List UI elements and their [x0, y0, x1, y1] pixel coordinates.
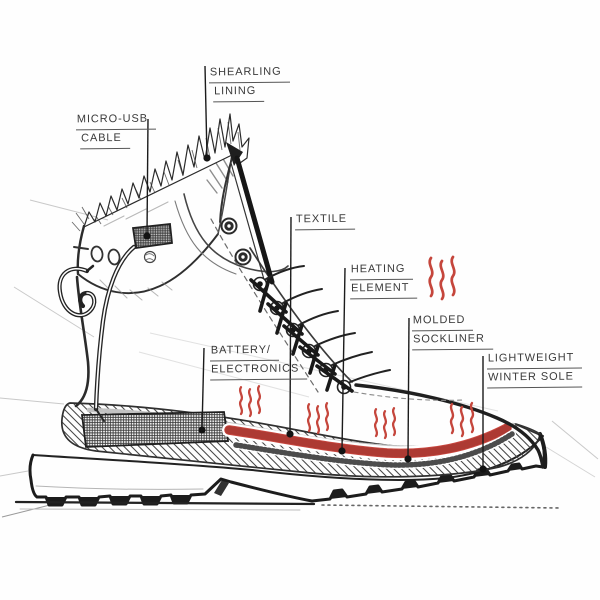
leader-heating-element [338, 267, 346, 455]
label-text: WINTER SOLE [487, 368, 582, 389]
leader-micro-usb-cable [143, 118, 151, 240]
ground-line [14, 500, 316, 506]
label-text: ELECTRONICS [210, 360, 308, 381]
label-shearling-lining: SHEARLING LINING [208, 63, 290, 103]
label-text: MICRO-USB [75, 110, 157, 131]
collar-shading [206, 156, 234, 194]
heat-waves-icon-1 [238, 385, 262, 418]
heel-panel-bottom-seam [77, 233, 219, 294]
speed-hook-eyelets [220, 217, 252, 266]
facing-front-edge [219, 153, 234, 223]
leader-shearling-lining [203, 65, 211, 162]
leader-winter-sole [479, 356, 487, 473]
label-text: LIGHTWEIGHT [486, 349, 583, 370]
label-battery-electronics: BATTERY/ ELECTRONICS [209, 341, 308, 381]
label-micro-usb-cable: MICRO-USB CABLE [75, 110, 157, 150]
battery-block [80, 411, 230, 448]
top-lace-pull [234, 155, 275, 285]
label-lightweight-winter-sole: LIGHTWEIGHT WINTER SOLE [486, 349, 583, 389]
ankle-seam-outer [183, 193, 289, 273]
label-textile: TEXTILE [294, 210, 356, 231]
usb-port [131, 223, 173, 250]
ground-line-faint [19, 508, 301, 511]
vamp-toe-outline [354, 383, 545, 469]
shearling-fur-trim [83, 113, 250, 228]
label-text: CABLE [80, 129, 130, 150]
midsole-section [61, 402, 542, 478]
boot-upper [74, 151, 548, 469]
welt-toe-connector [515, 423, 541, 435]
lace-end-spikes [265, 265, 391, 383]
lacing [220, 142, 391, 395]
leader-battery-electronics [198, 347, 206, 434]
ankle-seam-inner [174, 200, 237, 275]
heating-strip-speckle [225, 424, 511, 458]
fur-collar [71, 113, 250, 232]
toe-front-edge [538, 432, 548, 469]
outsole-inner-line [35, 485, 204, 490]
label-text: MOLDED [411, 311, 474, 332]
lace-tip-arrow [226, 142, 243, 166]
vamp-dashed-seam [353, 391, 465, 401]
fur-hair-strokes [71, 121, 241, 232]
label-text: TEXTILE [294, 210, 356, 231]
label-molded-sockliner: MOLDED SOCKLINER [411, 311, 493, 351]
sockliner-ladder-band [233, 431, 515, 468]
lace-crisscross [249, 277, 354, 393]
label-text: SHEARLING [208, 63, 290, 84]
panel-shading [99, 201, 173, 301]
heat-waves-icon-label [428, 255, 456, 301]
leader-lines [143, 65, 487, 473]
heel-pull-loop [57, 264, 97, 318]
label-text: ELEMENT [350, 279, 418, 300]
heat-waves-icon-3 [373, 407, 397, 440]
usb-cable [93, 244, 137, 422]
label-text: LINING [213, 82, 265, 103]
label-heating-element: HEATING ELEMENT [349, 260, 418, 300]
quarter-stitch-dashed [210, 218, 319, 393]
label-text: SOCKLINER [412, 330, 493, 351]
hardware [57, 223, 173, 422]
ground-line-dotted [321, 504, 561, 509]
heat-waves-icon-2 [306, 402, 330, 435]
facing-right-edge [249, 247, 353, 383]
label-text: BATTERY/ [209, 341, 279, 362]
label-text: HEATING [349, 260, 414, 281]
leader-textile [286, 216, 294, 438]
heel-vent-marks [73, 245, 121, 266]
outsole-silhouette [28, 433, 546, 507]
leader-molded-sockliner [404, 317, 412, 463]
rivet [143, 250, 157, 264]
top-lace-edge [230, 162, 266, 284]
